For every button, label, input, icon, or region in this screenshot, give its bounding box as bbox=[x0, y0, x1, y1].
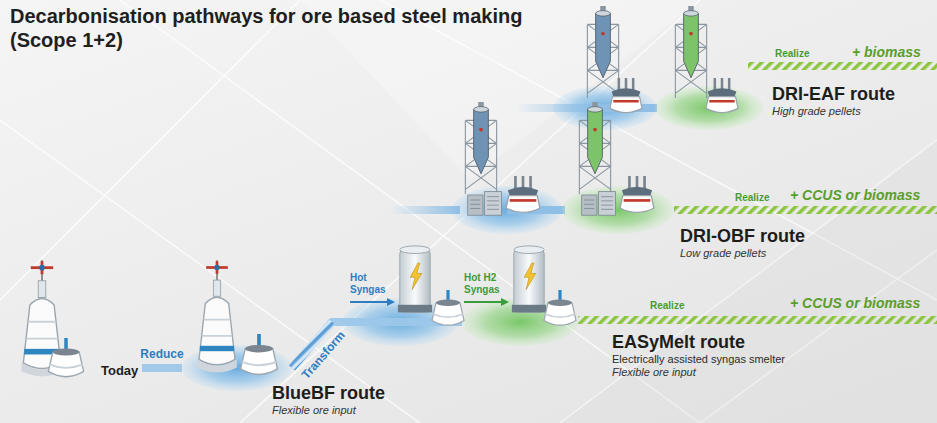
route-name: DRI-EAF route bbox=[772, 84, 895, 105]
blast-furnace bbox=[197, 260, 237, 372]
realize-stripe bbox=[578, 316, 937, 324]
route-disc-shape bbox=[562, 186, 674, 234]
realize-stripe bbox=[748, 62, 937, 70]
step-label: Realize bbox=[650, 300, 684, 312]
route-node: EASyMelt routeElectrically assisted syng… bbox=[462, 298, 578, 346]
option-label: + CCUS or biomass bbox=[790, 295, 920, 311]
route-band bbox=[142, 364, 182, 372]
dri-plant bbox=[675, 6, 706, 98]
syngas-shaft bbox=[398, 246, 432, 313]
diagram-title: Decarbonisation pathways for ore based s… bbox=[10, 4, 580, 52]
route-node: DRI-OBF routeLow grade pellets bbox=[562, 186, 674, 234]
route-label-block: BlueBF routeFlexible ore input bbox=[272, 383, 385, 417]
power-plant bbox=[582, 192, 616, 216]
dri-plant bbox=[587, 6, 618, 98]
label-slot: Realize bbox=[650, 300, 684, 312]
route-label-block: Today bbox=[98, 362, 141, 380]
route-disc-shape bbox=[655, 86, 763, 130]
title-box: Decarbonisation pathways for ore based s… bbox=[10, 4, 580, 52]
route-node: Today bbox=[98, 362, 142, 380]
label-slot: Realize bbox=[775, 48, 809, 60]
route-note: Flexible ore input bbox=[272, 404, 385, 417]
edge-label: Reduce bbox=[140, 347, 183, 361]
electric-arc-furnace bbox=[610, 78, 642, 113]
route-name: Today bbox=[98, 362, 141, 380]
edge-label-slot: Reduce bbox=[140, 347, 183, 361]
power-plant bbox=[468, 192, 502, 216]
open-bath-furnace bbox=[506, 176, 540, 212]
route-name: EASyMelt route bbox=[612, 332, 785, 353]
background-facet bbox=[560, 140, 937, 423]
converter bbox=[432, 290, 464, 325]
step-label: Realize bbox=[775, 48, 809, 60]
route-disc bbox=[655, 86, 763, 130]
route-node: BlueBF routeFlexible ore input bbox=[182, 345, 292, 391]
route-node: DRI-EAF routeHigh grade pellets bbox=[655, 86, 763, 130]
converter bbox=[48, 338, 83, 377]
route-disc bbox=[562, 186, 674, 234]
syngas-arrow bbox=[350, 301, 393, 303]
option-label: + CCUS or biomass bbox=[790, 187, 920, 203]
step-label: Realize bbox=[735, 192, 769, 204]
label-slot: Realize bbox=[735, 192, 769, 204]
realize-stripe bbox=[674, 206, 937, 214]
label-slot: Hot Syngas bbox=[350, 272, 394, 296]
route-note: Low grade pellets bbox=[680, 247, 805, 260]
route-name: DRI-OBF route bbox=[680, 226, 805, 247]
label-slot: + biomass bbox=[852, 44, 921, 60]
label-slot: + CCUS or biomass bbox=[790, 295, 920, 311]
syngas-arrow bbox=[464, 301, 507, 303]
route-name: BlueBF route bbox=[272, 383, 385, 404]
obf-feed-band bbox=[390, 206, 460, 214]
route-note: High grade pellets bbox=[772, 105, 895, 118]
route-label-block: EASyMelt routeElectrically assisted syng… bbox=[612, 332, 785, 379]
open-bath-furnace bbox=[620, 176, 654, 212]
electric-arc-furnace bbox=[706, 78, 738, 113]
option-label: + biomass bbox=[852, 44, 921, 60]
converter bbox=[544, 290, 576, 325]
label-slot: Hot H2 Syngas bbox=[464, 272, 508, 296]
label-slot: + CCUS or biomass bbox=[790, 187, 920, 203]
dri-plant bbox=[465, 102, 496, 194]
route-label-block: DRI-OBF routeLow grade pellets bbox=[680, 226, 805, 260]
route-note: Electrically assisted syngas smelter bbox=[612, 353, 785, 366]
flow-note: Hot H2 Syngas bbox=[464, 272, 508, 296]
route-label-block: DRI-EAF routeHigh grade pellets bbox=[772, 84, 895, 118]
smelter-shaft bbox=[512, 246, 546, 313]
flow-note: Hot Syngas bbox=[350, 272, 394, 296]
converter bbox=[241, 334, 278, 374]
route-note: Flexible ore input bbox=[612, 366, 785, 379]
dri-plant bbox=[579, 102, 610, 194]
route-disc bbox=[462, 298, 578, 346]
route-disc-shape bbox=[462, 298, 578, 346]
